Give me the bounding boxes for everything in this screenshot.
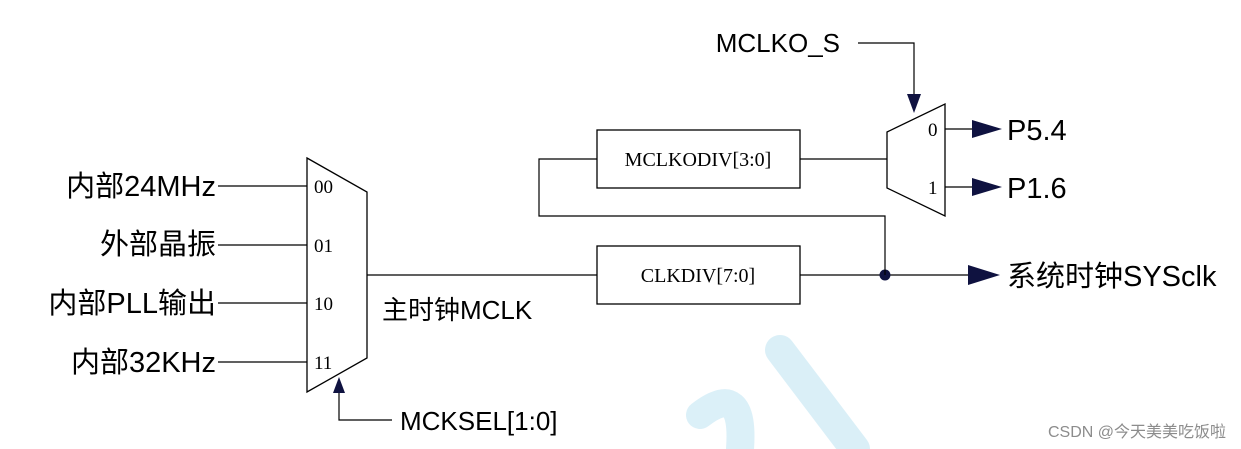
- mux-code-10: 10: [314, 294, 333, 315]
- csdn-watermark: CSDN @今天美美吃饭啦: [1048, 423, 1226, 441]
- output-mux: [886, 102, 946, 218]
- mcksel-arrow-icon: [333, 377, 345, 393]
- mclkodiv-label: MCLKODIV[3:0]: [625, 149, 772, 171]
- mux-code-00: 00: [314, 177, 333, 198]
- main-clock-mux: [306, 156, 368, 394]
- out-mux-code-0: 0: [928, 120, 938, 141]
- mux-code-01: 01: [314, 236, 333, 257]
- p16-arrow-icon: [972, 178, 1002, 196]
- pin-p54-label: P5.4: [1007, 115, 1067, 147]
- mclkodiv-block: [596, 129, 801, 189]
- mcksel-label: MCKSEL[1:0]: [400, 406, 558, 436]
- input-label-24mhz: 内部24MHz: [66, 170, 216, 203]
- mcksel-wire: [338, 392, 392, 421]
- p54-arrow-icon: [972, 120, 1002, 138]
- mclko-s-label: MCLKO_S: [716, 28, 840, 58]
- mclkodiv-feed-wire: [538, 158, 886, 275]
- sysclk-label: 系统时钟SYSclk: [1007, 260, 1217, 293]
- input-label-external-crystal: 外部晶振: [100, 228, 216, 261]
- pin-p16-label: P1.6: [1007, 173, 1067, 205]
- watermark-logo: [686, 335, 870, 449]
- input-label-pll: 内部PLL输出: [48, 287, 216, 320]
- clkdiv-label: CLKDIV[7:0]: [641, 265, 755, 287]
- out-mux-code-1: 1: [928, 178, 938, 199]
- sysclk-arrow-icon: [968, 265, 1000, 285]
- input-label-32khz: 内部32KHz: [71, 346, 216, 379]
- mux-code-11: 11: [314, 353, 332, 374]
- mclko-s-wire: [858, 42, 915, 95]
- mclko-s-arrow-icon: [907, 94, 921, 113]
- main-clock-label: 主时钟MCLK: [382, 295, 533, 325]
